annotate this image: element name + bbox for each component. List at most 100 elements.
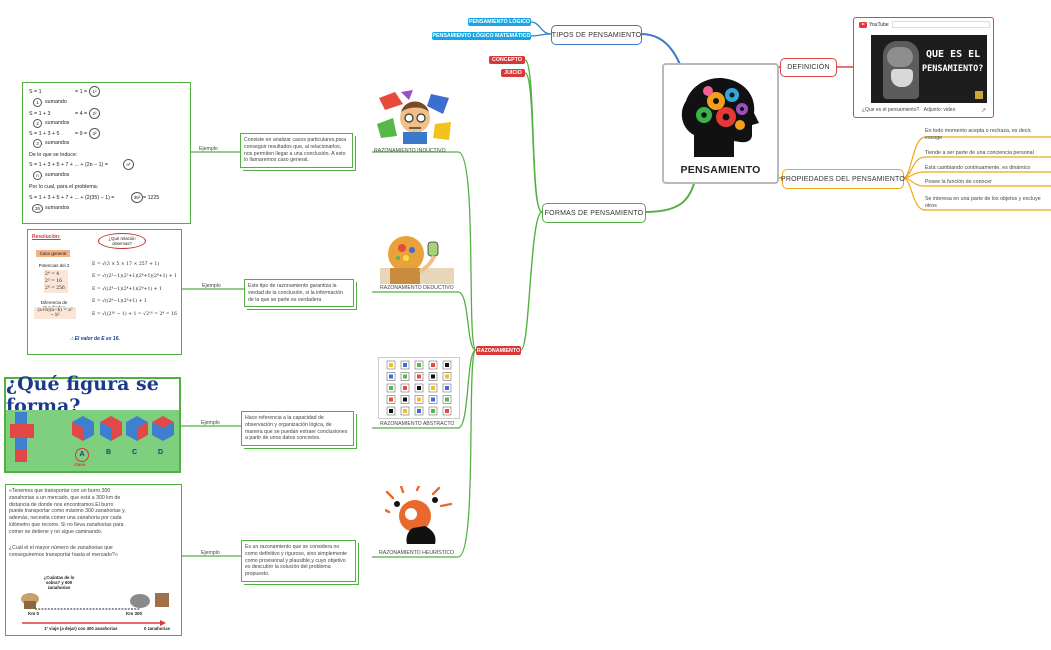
property-2: Tiende a ser parte de una conciencia per…: [925, 150, 1034, 156]
property-4: Posee la función de conocer: [925, 179, 992, 185]
video-thumbnail[interactable]: QUE ES EL PENSAMIENTO?: [871, 35, 987, 103]
ejemplo-deductivo: Ejemplo: [202, 283, 221, 289]
grid-mark: [389, 386, 393, 390]
central-title: PENSAMIENTO: [680, 164, 761, 176]
ded-pot-2: 2³ = 16: [45, 279, 63, 284]
ded-eq-4: E = √((2⁸−1)(2⁸+1) + 1: [92, 299, 147, 304]
ejemplo-heuristico: Ejemplo: [201, 550, 220, 556]
heu-text-2: ¿Cuál el el mayor número de zanahorias q…: [9, 545, 118, 558]
video-attachment: Adjunto: video: [923, 107, 956, 113]
option-d[interactable]: D: [158, 449, 164, 456]
ind-result-3: = 9 =: [75, 131, 88, 137]
video-card[interactable]: YouTube QUE ES EL PENSAMIENTO? ¿Que es e…: [853, 17, 994, 118]
ded-eq-1: E = √(3 × 5 × 17 × 257 + 1): [92, 262, 160, 267]
grid-mark: [389, 363, 393, 367]
tag-concepto[interactable]: CONCEPTO: [489, 56, 525, 64]
ind-count-2: 2: [33, 119, 42, 128]
desc-abstracto: Hace referencia a la capacidad de observ…: [241, 411, 354, 447]
youtube-logo: YouTube: [859, 22, 889, 28]
grid-mark: [417, 374, 421, 379]
ded-eq-5: E = √((2¹⁶ − 1) + 1 = √2¹⁶ = 2⁴ = 16: [92, 312, 177, 317]
video-caption-row: ¿Que es el pensamiento?. Adjunto: video: [862, 107, 955, 113]
ind-line-13: sumandos: [45, 205, 70, 211]
tag-razonamiento[interactable]: RAZONAMIENTO: [476, 346, 521, 355]
grid-mark: [403, 374, 407, 379]
example-heuristico[interactable]: «Tenemos que transportar con un burro 30…: [5, 484, 182, 636]
ind-line-10: Por lo cual, para el problema:: [29, 184, 99, 190]
topic-tipos[interactable]: TIPOS DE PENSAMIENTO: [551, 25, 642, 45]
grid-mark: [445, 386, 449, 390]
topic-definicion[interactable]: DEFINICIÓN: [780, 58, 837, 77]
ded-title: Resolución:: [32, 234, 61, 240]
ind-power-1: 1²: [89, 86, 100, 97]
tag-pensamiento-logico-matematico[interactable]: PENSAMIENTO LÓGICO MATEMÁTICO: [432, 32, 531, 40]
heu-end: Km 300: [126, 611, 143, 616]
grid-mark: [417, 409, 421, 413]
example-deductivo[interactable]: Resolución: ¿Qué relación observas? Caso…: [27, 229, 182, 355]
ded-pots: 2⁴ = 4 2³ = 16 2⁸ = 256: [44, 270, 68, 293]
ind-line-3: S = 1 + 3: [29, 111, 51, 117]
option-c[interactable]: C: [132, 449, 138, 456]
tag-juicio[interactable]: JUICIO: [501, 69, 525, 77]
grid-mark: [431, 397, 435, 402]
portrait-face: [887, 47, 913, 67]
grid-mark: [417, 386, 421, 390]
net-face-top: [15, 412, 27, 424]
option-b[interactable]: B: [106, 449, 112, 456]
ind-count-35: 35: [32, 204, 43, 213]
option-a[interactable]: A: [75, 448, 89, 462]
grid-mark: [431, 363, 435, 367]
thumb-badge: [975, 91, 983, 99]
heu-trip: 1º viaje (a dejar) con 300 zanahorias: [44, 626, 118, 631]
heuristic-image: [383, 484, 455, 546]
label-heuristico: RAZONAMIENTO HEURÍSTICO: [379, 550, 455, 556]
label-deductivo: RAZONAMIENTO DEDUCTIVO: [380, 285, 454, 291]
grid-mark: [417, 397, 421, 402]
ind-result-1: = 1 =: [75, 89, 88, 95]
ind-line-5: S = 1 + 3 + 5: [29, 131, 60, 137]
example-abstracto[interactable]: ¿Qué figura se forma? A B C D clave: [4, 373, 181, 473]
net-face-bot: [15, 450, 27, 462]
external-link-icon[interactable]: ↗: [981, 108, 987, 114]
ind-line-8: S = 1 + 3 + 5 + 7 + ... + (2n − 1) =: [29, 162, 108, 168]
ind-line-6: sumandos: [45, 140, 70, 146]
thumb-title-2: PENSAMIENTO?: [922, 64, 984, 74]
portrait-beard: [891, 69, 913, 87]
video-caption: ¿Que es el pensamiento?.: [862, 107, 921, 113]
abs-answer: clave: [74, 462, 86, 467]
abs-title: ¿Qué figura se forma?: [6, 373, 179, 417]
example-inductivo[interactable]: S = 1 = 1 = 1² 1 sumando S = 1 + 3 = 4 =…: [22, 82, 191, 224]
ejemplo-inductivo: Ejemplo: [199, 146, 218, 152]
topic-propiedades[interactable]: PROPIEDADES DEL PENSAMIENTO: [781, 169, 905, 189]
grid-mark: [445, 397, 449, 402]
ejemplo-abstracto: Ejemplo: [201, 420, 220, 426]
ded-dif: (a+b)(a−b) = a² − b²: [34, 307, 76, 319]
ded-eq-2: E = √((2²−1)(2²+1)(2⁴+1)(2⁸+1) + 1: [92, 274, 178, 279]
deductive-image: [380, 228, 454, 284]
grid-mark: [389, 374, 393, 379]
property-3: Está cambiando continuamente, es dinámic…: [925, 165, 1031, 171]
grid-mark: [403, 386, 407, 390]
heu-illustration: [21, 593, 169, 626]
net-face-mid: [10, 424, 34, 438]
topic-formas[interactable]: FORMAS DE PENSAMIENTO: [542, 203, 646, 223]
label-inductivo: RAZONAMIENTO INDUCTIVO: [374, 148, 446, 154]
ind-count-1: 1: [33, 98, 42, 107]
ind-line-1: S = 1: [29, 89, 42, 95]
grid-mark: [403, 363, 407, 367]
ind-power-2: 2²: [89, 108, 100, 119]
desc-inductivo: Consiste en analizar casos particulares,…: [240, 133, 353, 169]
grid-mark: [431, 374, 435, 379]
grid-mark: [389, 397, 393, 402]
ded-conclusion: ∴ El valor de E es 16.: [70, 336, 120, 342]
youtube-label: YouTube: [869, 22, 889, 28]
ind-power-3: 3²: [89, 128, 100, 139]
central-topic[interactable]: PENSAMIENTO: [662, 63, 779, 184]
ind-power-35: 35²: [131, 192, 143, 203]
heu-left: 0 zanahorias: [144, 626, 171, 631]
heu-start: Km 0: [28, 611, 40, 616]
ind-line-4: sumandos: [45, 120, 70, 126]
tag-pensamiento-logico[interactable]: PENSAMIENTO LÓGICO: [468, 18, 531, 26]
grid-mark: [431, 409, 435, 413]
property-1: En todo momento acepta o rechaza, es dec…: [925, 128, 1032, 141]
